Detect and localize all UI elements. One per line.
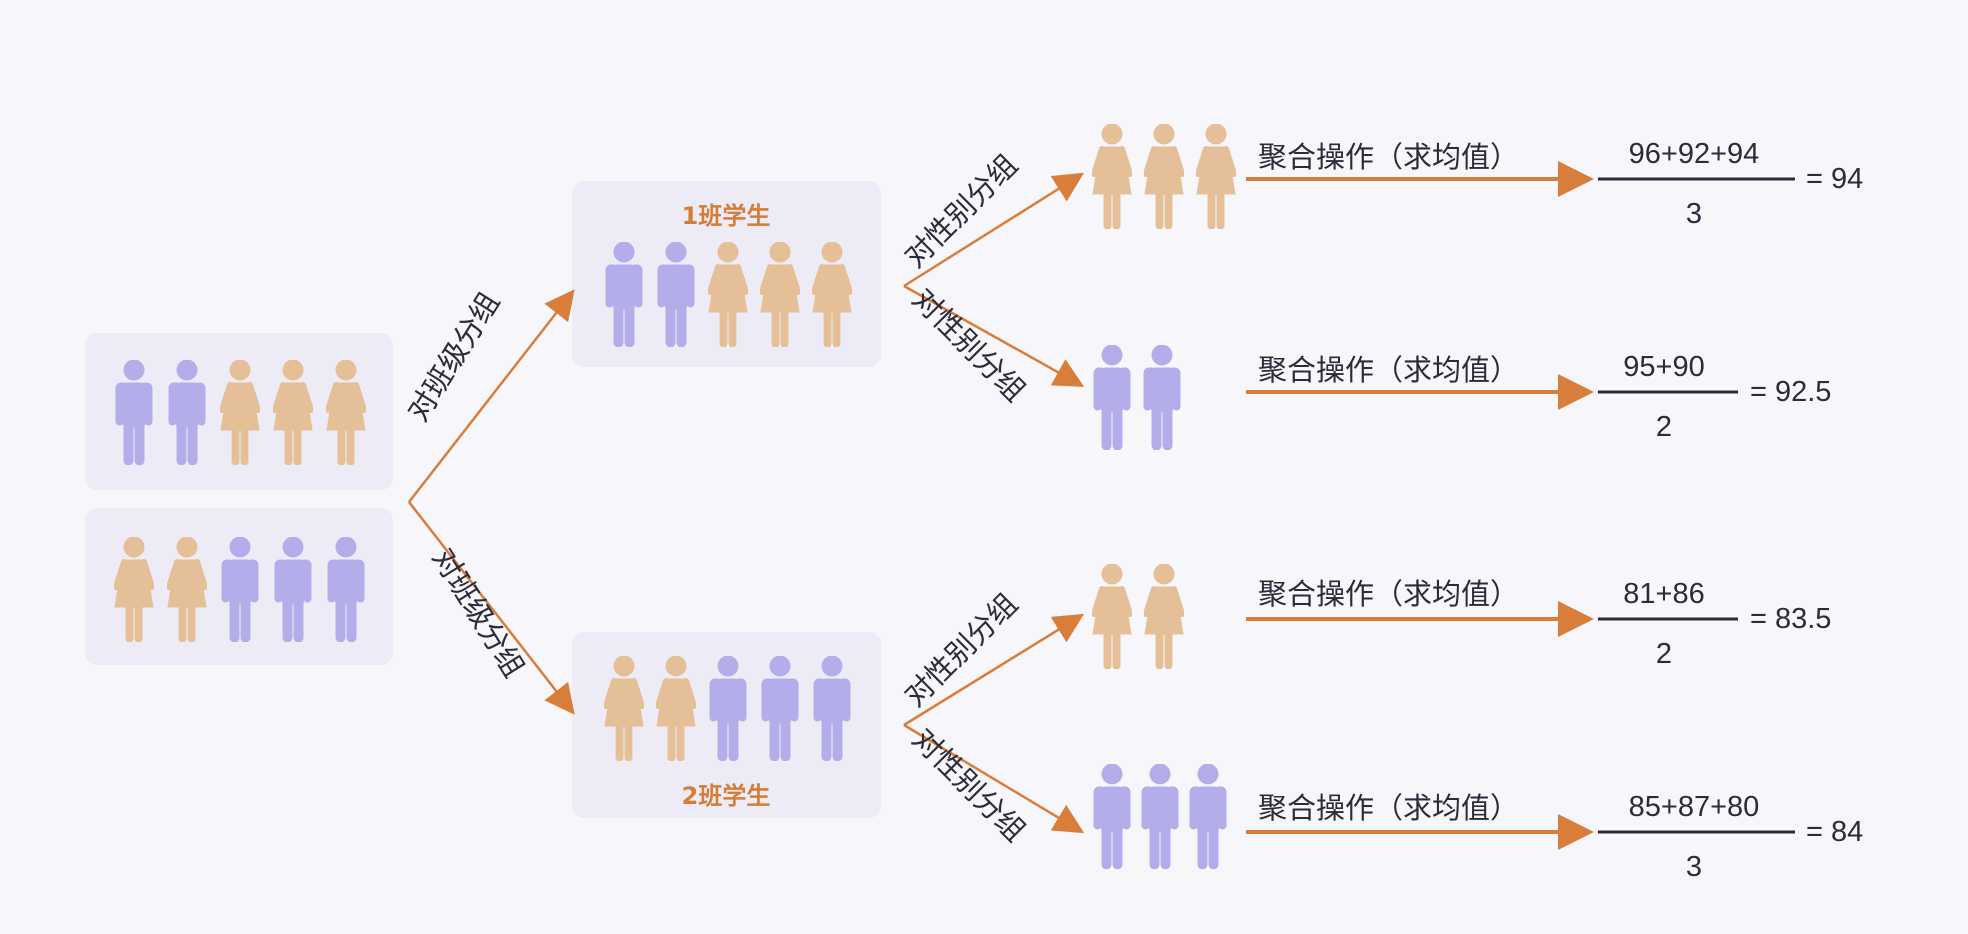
group-by-gender-label-4: 对性别分组	[906, 722, 1033, 849]
result: = 92.5	[1750, 376, 1831, 408]
arrow-to-class1	[408, 289, 575, 503]
denominator: 2	[1656, 411, 1672, 443]
male-person-icon	[1093, 345, 1131, 450]
male-person-icon	[1141, 764, 1179, 869]
person-group-r1	[1093, 124, 1235, 229]
female-person-icon	[1093, 124, 1131, 229]
numerator: 95+90	[1623, 351, 1704, 383]
male-person-icon	[1189, 764, 1227, 869]
result: = 84	[1806, 816, 1863, 848]
aggregate-label-2: 聚合操作（求均值）	[1258, 353, 1519, 387]
denominator: 2	[1656, 638, 1672, 670]
female-person-icon	[1145, 124, 1183, 229]
denominator: 3	[1686, 198, 1702, 230]
arrow-class2-male	[903, 723, 1085, 834]
numerator: 81+86	[1623, 578, 1704, 610]
group-by-class-label-upper: 对班级分组	[401, 286, 507, 427]
female-person-icon	[1197, 124, 1235, 229]
female-person-icon	[1145, 564, 1183, 669]
result: = 94	[1806, 163, 1863, 195]
fraction-4: 85+87+80 3 = 84	[1598, 791, 1863, 883]
male-person-icon	[1093, 764, 1131, 869]
class1-label: 1班学生	[682, 202, 771, 230]
male-person-icon	[1143, 345, 1181, 450]
aggregate-label-3: 聚合操作（求均值）	[1258, 577, 1519, 611]
person-group-r4	[1093, 764, 1227, 869]
fraction-1: 96+92+94 3 = 94	[1598, 138, 1863, 230]
class2-label: 2班学生	[682, 782, 771, 810]
arrow-class1-male	[903, 284, 1085, 387]
arrow-to-class2	[408, 501, 575, 715]
group-by-gender-label-1: 对性别分组	[898, 148, 1025, 275]
group-by-gender-label-2: 对性别分组	[906, 282, 1033, 409]
numerator: 96+92+94	[1629, 138, 1760, 170]
aggregate-label-4: 聚合操作（求均值）	[1258, 791, 1519, 825]
group-by-gender-label-3: 对性别分组	[898, 587, 1025, 714]
group-by-class-label-lower: 对班级分组	[426, 542, 532, 683]
aggregate-label-1: 聚合操作（求均值）	[1258, 140, 1519, 174]
arrow-class2-female	[903, 613, 1085, 727]
person-group-r3	[1093, 564, 1183, 669]
female-person-icon	[1093, 564, 1131, 669]
fraction-2: 95+90 2 = 92.5	[1598, 351, 1831, 443]
person-group-r2	[1093, 345, 1181, 450]
arrow-class1-female	[903, 172, 1085, 288]
result: = 83.5	[1750, 603, 1831, 635]
fraction-3: 81+86 2 = 83.5	[1598, 578, 1831, 670]
denominator: 3	[1686, 851, 1702, 883]
numerator: 85+87+80	[1629, 791, 1760, 823]
